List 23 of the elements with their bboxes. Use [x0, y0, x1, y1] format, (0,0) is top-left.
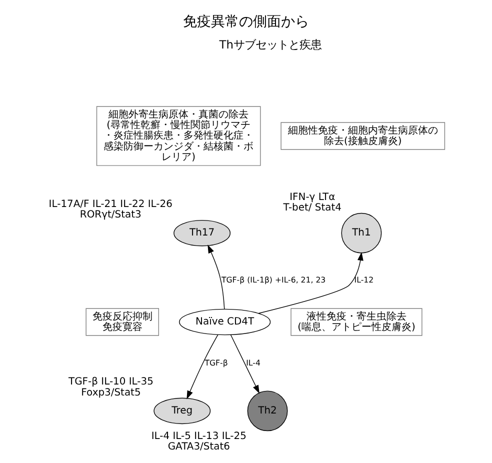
arrow — [230, 334, 260, 394]
node-label: GATA3/Stat6 — [168, 440, 230, 452]
node-ellipse: Treg — [154, 397, 211, 424]
node-circle: Th1 — [341, 212, 382, 253]
node-box: 免疫反応抑制 免疫寛容 — [86, 308, 159, 336]
node-ellipse: Naïve CD4T — [179, 308, 271, 335]
arrow — [186, 334, 218, 399]
node-label: TGF-β IL-10 IL-35 — [68, 376, 154, 388]
node-label: T-bet/ Stat4 — [283, 202, 342, 214]
arrow — [208, 244, 225, 309]
node-label: IL-4 IL-5 IL-13 IL-25 — [151, 430, 246, 442]
label: Thサブセットと疾患 — [219, 37, 322, 52]
node-box: 細胞性免疫・細胞内寄生病原体の除去(接触皮膚炎) — [280, 122, 446, 150]
node-circle: Th2 — [247, 390, 288, 431]
node-label: RORγt/Stat3 — [80, 209, 142, 220]
node-label: Foxp3/Stat5 — [81, 386, 141, 398]
node-ellipse: Th17 — [174, 219, 231, 246]
arrow — [258, 252, 364, 314]
node-box: 細胞外寄生病原体・真菌の除去 (尋常性乾癬・慢性関節リウマチ・炎症性腸疾患・多発性硬化症・感染防御ーカンジダ・結核菌・ボレリア) — [96, 106, 261, 166]
node-label: IL-17A/F IL-21 IL-22 IL-26 — [48, 198, 172, 210]
diagram-title: 免疫異常の側面から — [183, 14, 309, 30]
node-label: IFN-γ LTα — [290, 191, 336, 202]
node-box: 液性免疫・寄生虫除去 (喘息、アトピー性皮膚炎) — [290, 308, 422, 336]
